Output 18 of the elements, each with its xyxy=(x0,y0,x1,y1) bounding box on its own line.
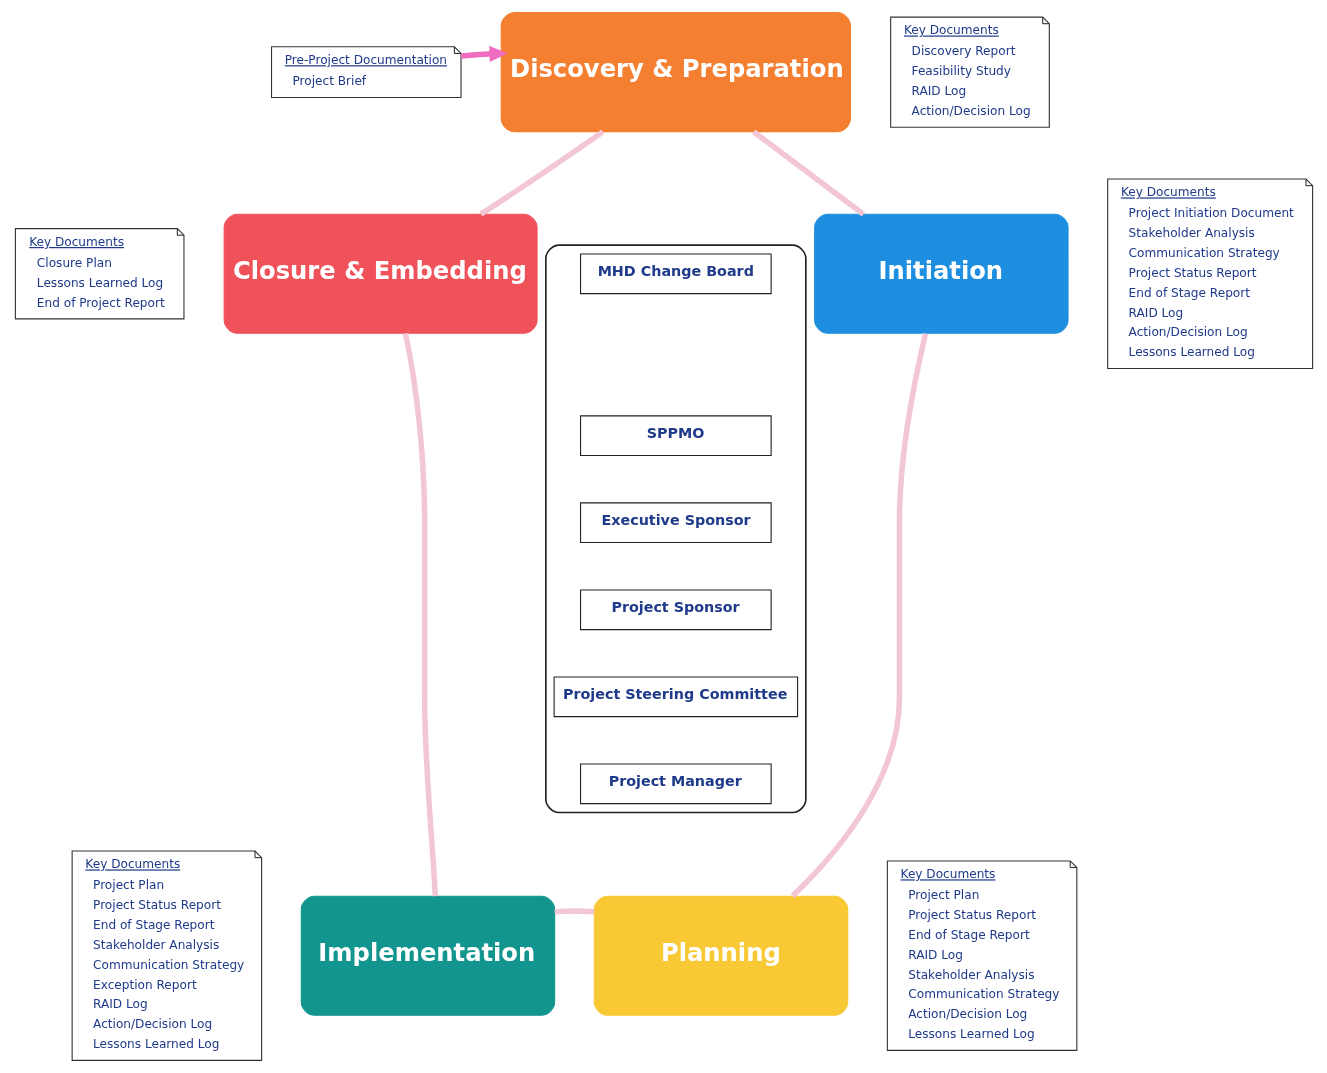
connector xyxy=(751,129,865,217)
node-box: Planning xyxy=(593,895,848,1016)
connector xyxy=(402,332,438,897)
node-box: Initiation xyxy=(813,213,1069,334)
node-box: Discovery & Preparation xyxy=(500,12,851,133)
connector xyxy=(554,908,594,915)
node-box: Closure & Embedding xyxy=(223,213,538,334)
node-box: Project Sponsor xyxy=(579,589,772,631)
node-box: Executive Sponsor xyxy=(579,502,772,544)
arrow xyxy=(460,45,508,62)
node-box: SPPMO xyxy=(579,415,772,457)
node-box: Project Manager xyxy=(579,763,772,805)
node-box: Implementation xyxy=(300,895,555,1016)
node-box: Project Steering Committee xyxy=(553,676,798,718)
connector xyxy=(790,333,928,898)
cluster xyxy=(544,244,807,814)
connector xyxy=(478,129,605,217)
node-box: MHD Change Board xyxy=(579,253,772,295)
